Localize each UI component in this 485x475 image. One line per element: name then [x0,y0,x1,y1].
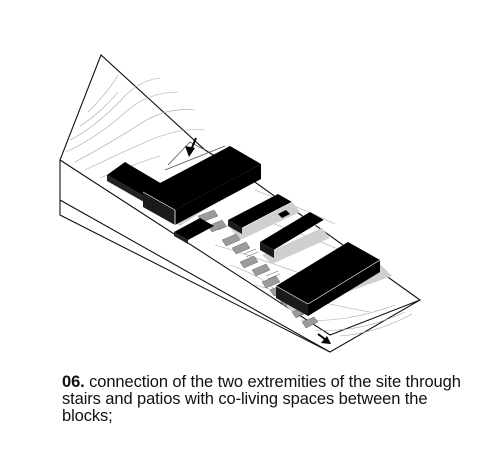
caption-number: 06. [62,373,85,391]
building-block-1 [107,162,162,202]
arrow-down-right-icon [317,333,331,344]
access-path [164,141,226,171]
building-block-3 [260,212,325,258]
building-block-4 [275,242,381,316]
arrow-down-icon [185,137,197,157]
building-block-2 [228,194,293,234]
connector-marker [278,210,290,218]
building-block-main [142,146,261,225]
building-block-small [174,218,214,244]
site-outline [59,54,422,353]
site-axonometric-diagram [59,54,422,353]
caption-text: connection of the two extremities of the… [62,373,461,425]
diagram-caption: 06. connection of the two extremities of… [62,374,472,425]
